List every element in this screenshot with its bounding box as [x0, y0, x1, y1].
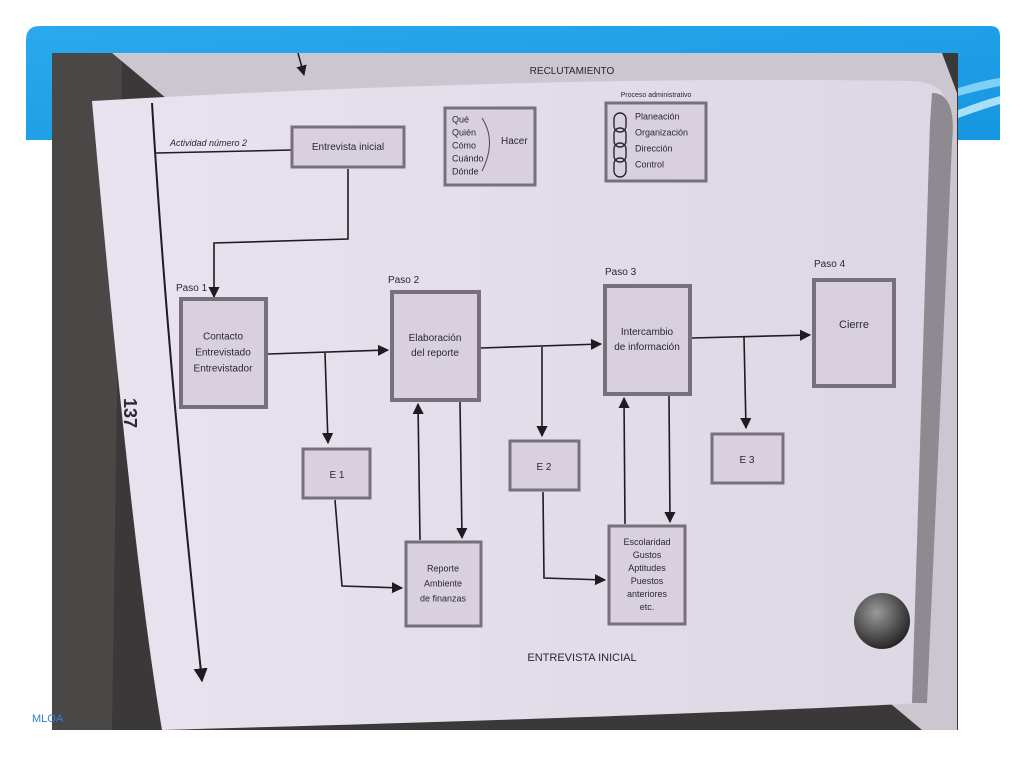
- banner-swoosh-2: [958, 96, 1000, 118]
- questions-box: [443, 106, 537, 187]
- book-photo: RECLUTAMIENTO 137 Actividad número 2 Ent…: [52, 53, 958, 730]
- process-line: Planeación: [635, 111, 680, 121]
- step2-line: Elaboración: [409, 333, 462, 344]
- start-to-step1-arrow: [208, 169, 349, 299]
- process-line: Organización: [635, 127, 688, 137]
- e1-arrow: [322, 352, 334, 445]
- e1-box: [301, 447, 372, 500]
- e2-to-info-arrow: [542, 491, 607, 586]
- info-line: Escolaridad: [623, 537, 670, 547]
- e1-to-report-arrow: [334, 499, 404, 594]
- page-number: 137: [120, 398, 140, 428]
- step1-line: Contacto: [203, 332, 243, 343]
- info-box: [607, 524, 687, 626]
- slide-footer: MLOA: [32, 713, 64, 725]
- e2-box: [508, 439, 581, 492]
- chain-link-shape: [613, 142, 627, 163]
- report-line: Ambiente: [424, 578, 462, 588]
- chain-icon: [613, 112, 627, 178]
- question-line: Cómo: [452, 140, 476, 150]
- activity-line: [155, 149, 293, 154]
- diagram-header: RECLUTAMIENTO: [530, 66, 615, 77]
- step1-line: Entrevistado: [195, 348, 251, 359]
- info-line: Gustos: [633, 550, 662, 560]
- questions-bracket: [481, 117, 490, 172]
- report-line: de finanzas: [420, 593, 467, 603]
- process-box: [604, 101, 708, 183]
- info-line: etc.: [640, 602, 655, 612]
- step1-to-step2-arrow: [267, 344, 390, 356]
- e2-label: E 2: [536, 462, 551, 473]
- info-line: Puestos: [631, 576, 664, 586]
- e3-box: [710, 432, 785, 485]
- question-line: Dónde: [452, 166, 479, 176]
- step3-box: [603, 284, 692, 396]
- page-edge: [912, 93, 953, 703]
- step3-line: Intercambio: [621, 327, 674, 338]
- question-line: Quién: [452, 127, 476, 137]
- e3-arrow: [740, 336, 752, 430]
- step2-text: Elaboración del reporte: [409, 333, 462, 359]
- step3-to-info-arrow: [664, 395, 676, 524]
- flowchart-diagram: RECLUTAMIENTO 137 Actividad número 2 Ent…: [52, 53, 958, 730]
- chain-link-shape: [613, 157, 627, 178]
- start-box-label: Entrevista inicial: [312, 142, 384, 153]
- chain-link-shape: [613, 112, 627, 133]
- step2-to-report-arrow: [456, 401, 468, 540]
- chain-link-shape: [613, 127, 627, 148]
- step4-box: [812, 278, 896, 388]
- step1-line: Entrevistador: [194, 364, 254, 375]
- timeline-line: [151, 102, 208, 683]
- process-title: Proceso administrativo: [621, 92, 692, 99]
- step2-to-step3-arrow: [480, 338, 603, 350]
- step4-label: Paso 4: [814, 259, 846, 270]
- step2-label: Paso 2: [388, 275, 420, 286]
- step2-line: del reporte: [411, 348, 459, 359]
- step1-box: [179, 297, 268, 409]
- banner-swoosh: [958, 78, 1000, 96]
- e1-label: E 1: [329, 470, 344, 481]
- start-box: [290, 125, 406, 169]
- question-line: Cuándo: [452, 153, 484, 163]
- process-line: Control: [635, 159, 664, 169]
- step4-line: Cierre: [839, 319, 869, 331]
- info-line: anteriores: [627, 589, 668, 599]
- step1-label: Paso 1: [176, 283, 208, 294]
- step4-text: Cierre: [839, 319, 869, 331]
- process-line: Dirección: [635, 143, 673, 153]
- top-arrow: [296, 53, 307, 77]
- book-page: [92, 79, 946, 730]
- info-to-step3-arrow: [618, 396, 630, 525]
- step3-label: Paso 3: [605, 267, 637, 278]
- questions-target: Hacer: [501, 136, 528, 147]
- step2-box: [390, 290, 481, 402]
- step3-line: de información: [614, 342, 680, 353]
- report-line: Reporte: [427, 563, 459, 573]
- question-line: Qué: [452, 114, 469, 124]
- diagram-footer-title: ENTREVISTA INICIAL: [527, 652, 636, 664]
- report-to-step2-arrow: [412, 402, 424, 541]
- report-box: [404, 540, 483, 628]
- step3-to-step4-arrow: [691, 329, 812, 341]
- activity-label: Actividad número 2: [169, 138, 247, 148]
- info-line: Aptitudes: [628, 563, 666, 573]
- decorative-ball: [854, 593, 910, 649]
- step3-text: Intercambio de información: [614, 327, 680, 353]
- e3-label: E 3: [739, 455, 754, 466]
